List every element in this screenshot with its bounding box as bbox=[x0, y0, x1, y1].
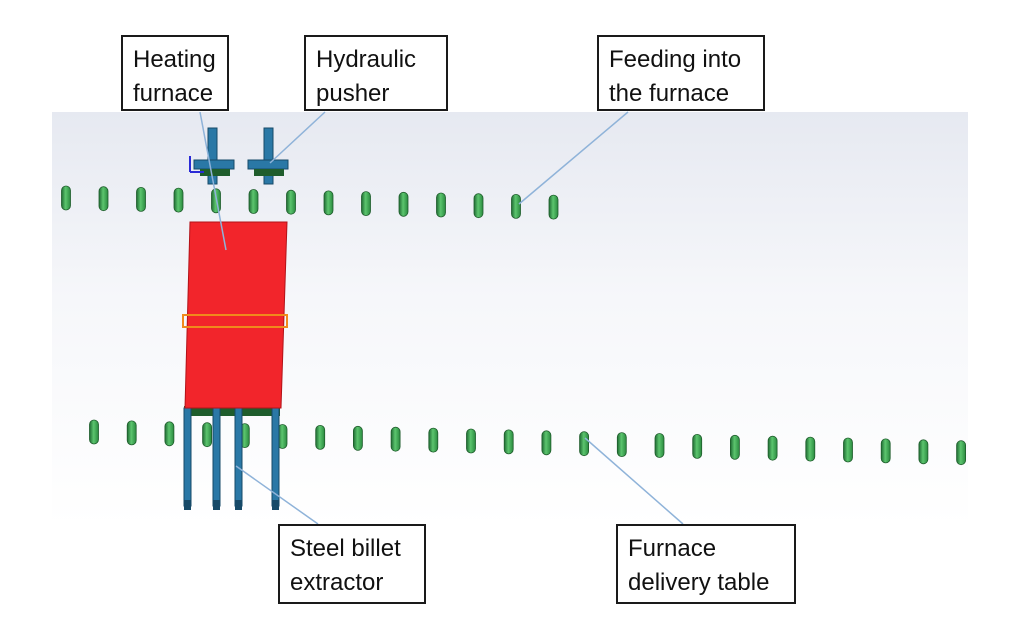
label-heating-furnace-line2: furnace bbox=[133, 80, 214, 107]
pusher-left-bar bbox=[193, 159, 235, 170]
upper-roller-row bbox=[61, 185, 559, 220]
label-delivery-table: Furnace delivery table bbox=[616, 524, 796, 604]
upper-roller bbox=[473, 193, 484, 219]
extractor-arm bbox=[212, 407, 221, 507]
lower-roller bbox=[466, 428, 476, 454]
lower-roller bbox=[89, 419, 99, 445]
leader-lines bbox=[199, 111, 684, 525]
axis-indicator-icon bbox=[189, 156, 204, 173]
lower-roller bbox=[956, 440, 966, 466]
lower-roller bbox=[880, 438, 891, 464]
lower-roller bbox=[654, 433, 665, 458]
lower-roller bbox=[918, 439, 929, 465]
upper-roller bbox=[136, 186, 146, 212]
lower-roller bbox=[579, 431, 589, 457]
pusher-right-base bbox=[254, 169, 284, 176]
upper-roller bbox=[398, 191, 409, 217]
lower-roller bbox=[805, 436, 816, 462]
label-heating-furnace-line1: Heating bbox=[133, 46, 216, 73]
lower-roller bbox=[428, 427, 439, 453]
pusher-right-bar bbox=[247, 159, 289, 170]
label-hydraulic-pusher-line2: pusher bbox=[316, 80, 390, 107]
lower-roller bbox=[616, 432, 627, 458]
label-extractor: Steel billet extractor bbox=[278, 524, 426, 604]
extractor-arm bbox=[234, 407, 243, 507]
upper-roller bbox=[361, 191, 371, 217]
leader-feeding bbox=[518, 111, 629, 205]
label-hydraulic-pusher-line1: Hydraulic bbox=[316, 46, 417, 73]
label-feeding: Feeding into the furnace bbox=[597, 35, 765, 111]
upper-roller bbox=[323, 190, 334, 216]
lower-roller bbox=[541, 430, 552, 456]
lower-roller bbox=[767, 435, 778, 461]
leader-delivery-table bbox=[584, 437, 684, 525]
extractor-arm-tip bbox=[272, 500, 279, 510]
upper-roller bbox=[286, 189, 296, 215]
lower-roller bbox=[730, 434, 740, 460]
label-extractor-line2: extractor bbox=[290, 569, 384, 596]
lower-roller-row bbox=[89, 419, 966, 466]
lower-roller bbox=[126, 420, 137, 446]
lower-roller bbox=[843, 437, 853, 463]
extractor-arm-tip bbox=[213, 500, 220, 510]
lower-roller bbox=[352, 425, 363, 451]
upper-roller bbox=[248, 189, 259, 214]
label-heating-furnace: Heating furnace bbox=[121, 35, 229, 111]
extractor-base bbox=[184, 406, 280, 416]
lower-roller bbox=[692, 433, 703, 459]
lower-roller bbox=[390, 426, 401, 452]
upper-roller bbox=[511, 193, 521, 219]
label-feeding-line1: Feeding into bbox=[609, 46, 742, 73]
upper-roller bbox=[173, 187, 184, 213]
leader-heating-furnace bbox=[199, 111, 227, 251]
label-hydraulic-pusher: Hydraulic pusher bbox=[304, 35, 448, 111]
lower-roller bbox=[503, 429, 514, 455]
label-delivery-table-line2: delivery table bbox=[628, 569, 770, 596]
leader-extractor bbox=[235, 465, 319, 525]
leader-hydraulic-pusher bbox=[269, 111, 326, 164]
extractor-arm bbox=[183, 407, 192, 507]
lower-roller bbox=[164, 421, 175, 447]
upper-roller bbox=[548, 194, 559, 220]
pusher-right-rod bbox=[263, 127, 274, 185]
upper-roller bbox=[61, 185, 71, 211]
lower-roller bbox=[315, 424, 326, 450]
label-feeding-line2: the furnace bbox=[609, 80, 730, 107]
hydraulic-pusher-right bbox=[247, 127, 289, 185]
lower-roller bbox=[202, 422, 213, 448]
pusher-left-base bbox=[200, 169, 230, 176]
label-delivery-table-line1: Furnace bbox=[628, 535, 717, 562]
label-extractor-line1: Steel billet bbox=[290, 535, 401, 562]
heating-furnace bbox=[182, 221, 288, 409]
upper-roller bbox=[98, 186, 109, 212]
furnace-highlight-band bbox=[182, 314, 288, 328]
extractor-arm-tip bbox=[184, 500, 191, 510]
upper-roller bbox=[436, 192, 446, 218]
extractor-arm-tip bbox=[235, 500, 242, 510]
